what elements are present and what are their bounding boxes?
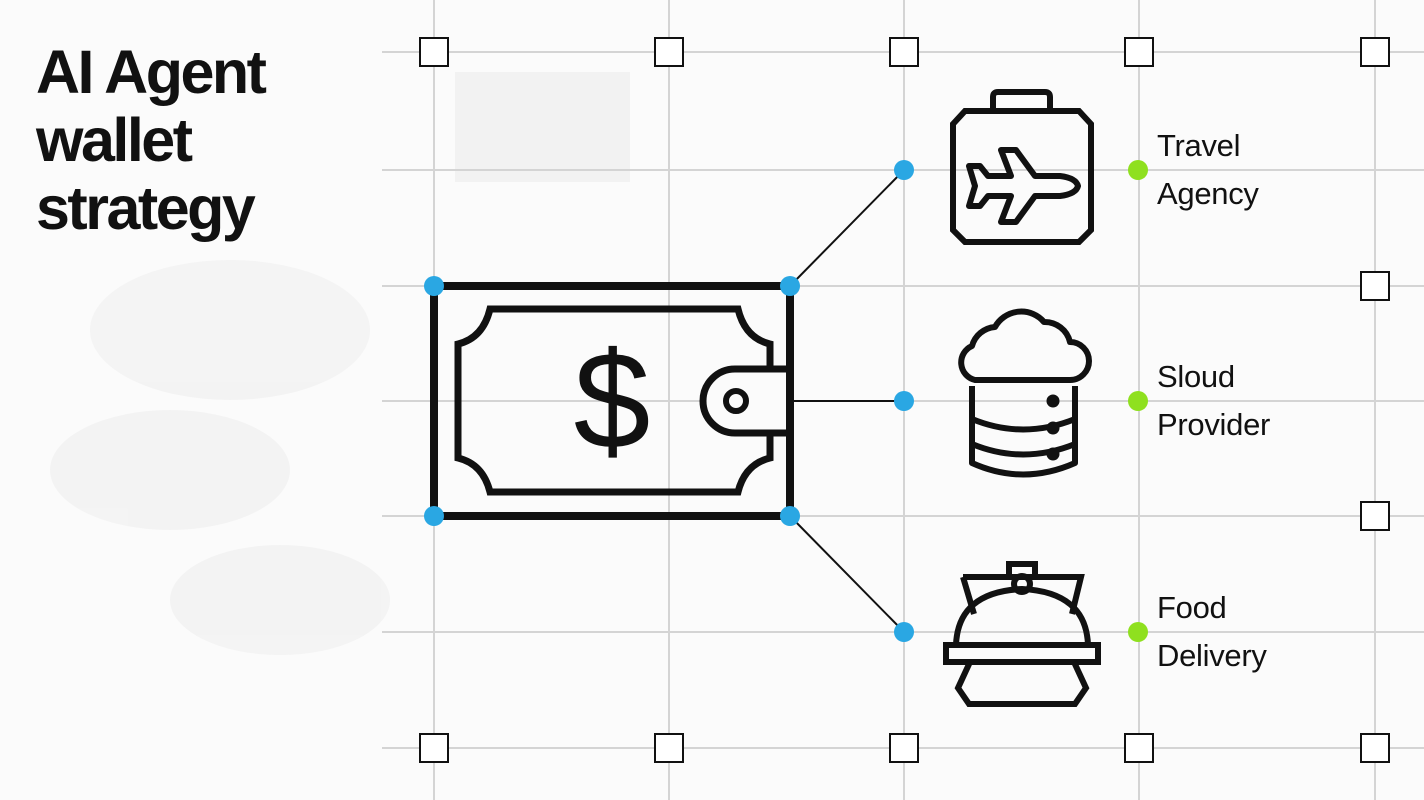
anchor-points-blue — [424, 160, 914, 642]
label-line: Agency — [1157, 176, 1259, 211]
handle[interactable] — [654, 733, 684, 763]
handle[interactable] — [419, 37, 449, 67]
anchor-point[interactable] — [780, 276, 800, 296]
anchor-point[interactable] — [1128, 622, 1148, 642]
faint-panel — [455, 72, 630, 182]
label-line: Travel — [1157, 128, 1241, 163]
label-line: Delivery — [1157, 638, 1267, 673]
anchor-point[interactable] — [894, 391, 914, 411]
cloud-provider-label: Sloud Provider — [1157, 353, 1270, 449]
label-line: Provider — [1157, 407, 1271, 442]
cloud-database-icon — [958, 308, 1092, 478]
handle[interactable] — [1360, 37, 1390, 67]
grid-handles — [419, 37, 1390, 763]
handle[interactable] — [419, 733, 449, 763]
handle[interactable] — [889, 37, 919, 67]
title-line: wallet — [36, 106, 193, 174]
anchor-point[interactable] — [1128, 160, 1148, 180]
food-cloche-icon — [943, 561, 1101, 707]
anchor-point[interactable] — [780, 506, 800, 526]
label-line: Sloud — [1157, 359, 1235, 394]
dollar-sign: $ — [574, 324, 651, 478]
handle[interactable] — [1124, 733, 1154, 763]
handle[interactable] — [889, 733, 919, 763]
anchor-point[interactable] — [894, 622, 914, 642]
handle[interactable] — [1360, 271, 1390, 301]
anchor-point[interactable] — [1128, 391, 1148, 411]
food-delivery-label: Food Delivery — [1157, 584, 1267, 680]
anchor-point[interactable] — [424, 506, 444, 526]
background-smudges — [50, 260, 390, 655]
travel-suitcase-icon — [950, 89, 1094, 245]
title-line: AI Agent — [36, 38, 267, 106]
handle[interactable] — [1360, 733, 1390, 763]
anchor-point[interactable] — [424, 276, 444, 296]
title-line: strategy — [36, 174, 256, 242]
travel-agency-label: Travel Agency — [1157, 122, 1259, 218]
handle[interactable] — [654, 37, 684, 67]
page-title: AI Agent wallet strategy — [36, 38, 267, 242]
anchor-points-green — [1128, 160, 1148, 642]
dollar-wallet-icon: $ — [430, 282, 794, 520]
handle[interactable] — [1124, 37, 1154, 67]
anchor-point[interactable] — [894, 160, 914, 180]
connectors — [789, 169, 905, 633]
label-line: Food — [1157, 590, 1227, 625]
handle[interactable] — [1360, 501, 1390, 531]
